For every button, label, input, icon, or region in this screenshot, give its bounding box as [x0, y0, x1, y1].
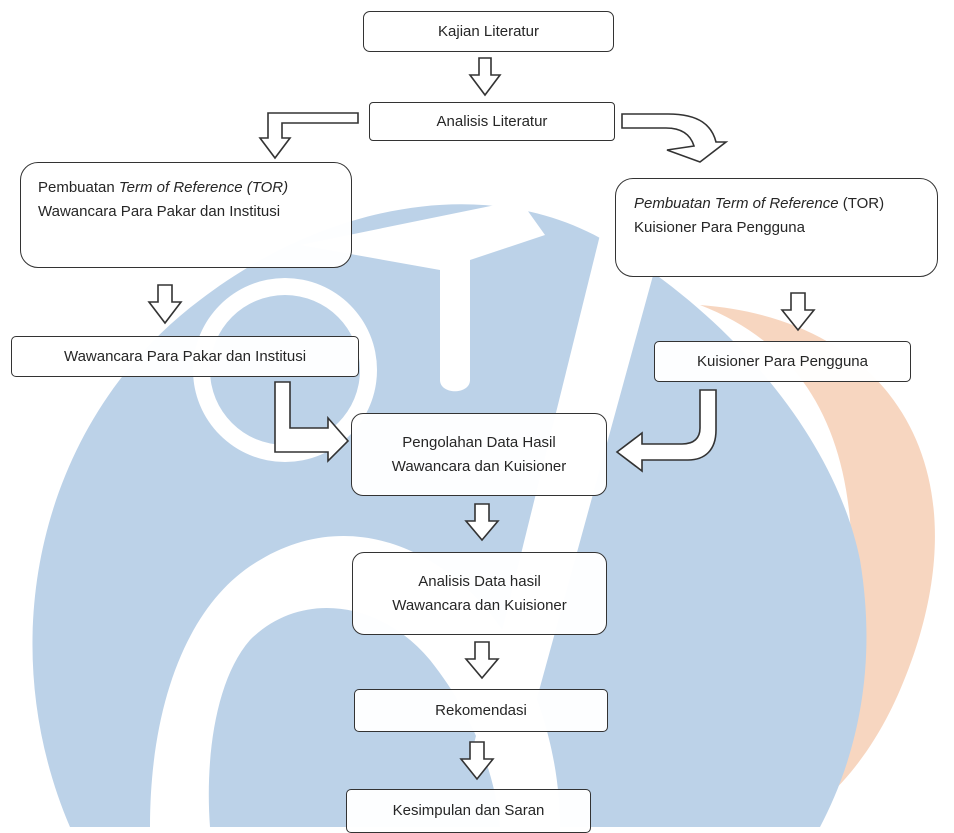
node-tor-wawancara-line1: Pembuatan Term of Reference (TOR)	[38, 176, 288, 200]
node-tor-kuisioner-line1: Pembuatan Term of Reference (TOR)	[634, 192, 884, 216]
node-kuisioner-label: Kuisioner Para Pengguna	[697, 352, 868, 370]
node-wawancara-label: Wawancara Para Pakar dan Institusi	[63, 347, 307, 365]
node-wawancara: Wawancara Para Pakar dan Institusi	[11, 336, 359, 377]
arrow-wawancara-to-pengolahan	[274, 381, 350, 463]
arrow-tor-right-to-kuisioner	[780, 292, 816, 332]
node-analisis-data-line2: Wawancara dan Kuisioner	[392, 596, 567, 614]
node-tor-kuisioner-italic: Pembuatan Term of Reference	[634, 195, 839, 212]
arrow-analisis-to-tor-right	[621, 113, 729, 163]
arrow-analisis-data-to-rekomendasi	[464, 641, 500, 680]
node-kesimpulan-saran-label: Kesimpulan dan Saran	[392, 802, 545, 819]
node-kajian-literatur: Kajian Literatur	[363, 11, 614, 52]
node-pengolahan-data-line2: Wawancara dan Kuisioner	[391, 457, 567, 475]
watermark-cap	[300, 200, 545, 392]
node-tor-wawancara-line2: Wawancara Para Pakar dan Institusi	[38, 203, 281, 220]
node-tor-wawancara-italic: Term of Reference (TOR)	[118, 179, 289, 196]
node-tor-kuisioner-line2: Kuisioner Para Pengguna	[634, 219, 805, 236]
node-tor-kuisioner: Pembuatan Term of Reference (TOR) Kuisio…	[615, 178, 938, 277]
arrow-kuisioner-to-pengolahan	[615, 389, 717, 473]
arrow-kajian-to-analisis	[468, 57, 502, 97]
node-rekomendasi-label: Rekomendasi	[435, 701, 527, 719]
arrow-tor-left-to-wawancara	[147, 284, 183, 325]
arrow-rekomendasi-to-kesimpulan	[459, 741, 495, 781]
node-kuisioner: Kuisioner Para Pengguna	[654, 341, 911, 382]
node-tor-wawancara: Pembuatan Term of Reference (TOR) Wawanc…	[20, 162, 352, 268]
node-tor-wawancara-prefix: Pembuatan	[38, 179, 119, 196]
node-tor-kuisioner-suffix: (TOR)	[838, 195, 885, 212]
node-kesimpulan-saran: Kesimpulan dan Saran	[346, 789, 591, 833]
node-rekomendasi: Rekomendasi	[354, 689, 608, 732]
arrow-pengolahan-to-analisis-data	[464, 503, 500, 542]
node-analisis-literatur-label: Analisis Literatur	[436, 112, 548, 130]
arrow-analisis-to-tor-left	[258, 112, 359, 160]
node-analisis-data: Analisis Data hasil Wawancara dan Kuisio…	[352, 552, 607, 635]
node-analisis-data-line1: Analisis Data hasil	[418, 572, 541, 590]
node-kajian-literatur-label: Kajian Literatur	[438, 22, 539, 40]
node-pengolahan-data-line1: Pengolahan Data Hasil	[402, 433, 556, 451]
node-pengolahan-data: Pengolahan Data Hasil Wawancara dan Kuis…	[351, 413, 607, 496]
node-analisis-literatur: Analisis Literatur	[369, 102, 615, 141]
watermark-orange-crescent	[700, 305, 935, 827]
